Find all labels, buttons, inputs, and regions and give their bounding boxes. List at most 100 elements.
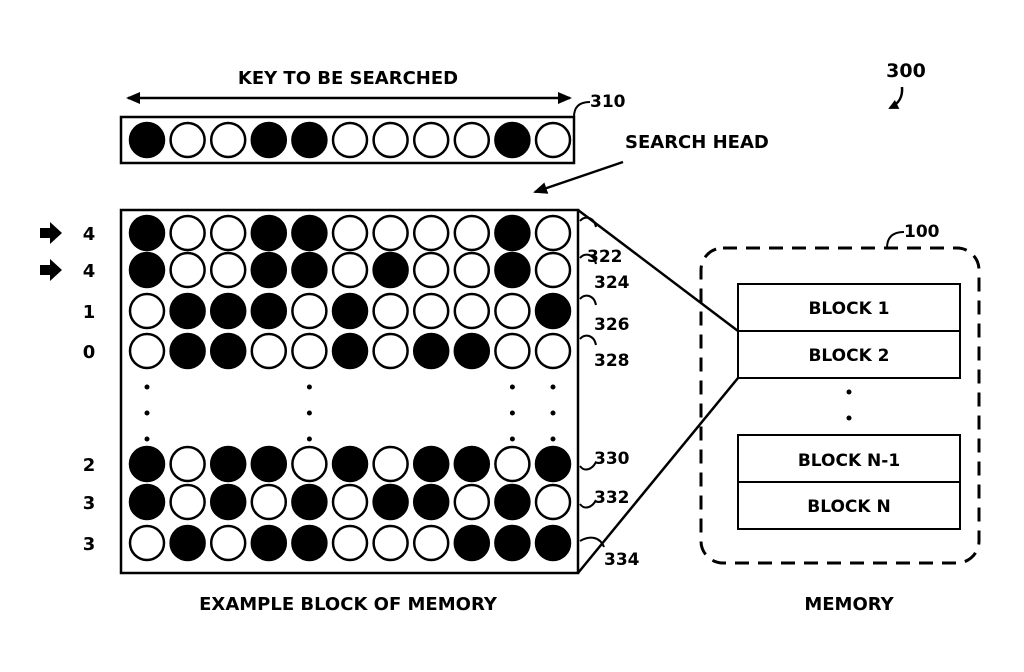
key-bit-empty (209, 121, 247, 159)
bit-empty (372, 332, 409, 370)
bit-empty (291, 332, 328, 370)
memory-block-n-label: BLOCK N (807, 497, 890, 517)
bit-filled (291, 524, 328, 562)
memory-block-n (737, 481, 961, 530)
bit-empty (128, 332, 166, 370)
row-ref-leader (579, 334, 597, 346)
bit-filled (453, 445, 491, 483)
row-ref-leader (579, 536, 605, 548)
bit-empty (372, 524, 409, 562)
block-row-330 (128, 445, 572, 483)
bit-filled (250, 214, 288, 252)
bit-filled (453, 524, 491, 562)
bit-filled (128, 445, 166, 483)
figure-pointer-arrow (888, 86, 904, 110)
ellipsis-dot (550, 410, 556, 416)
bit-empty (291, 445, 328, 483)
bit-filled (494, 483, 531, 521)
bit-filled (128, 251, 166, 289)
bit-filled (412, 332, 450, 370)
memory-ellipsis-dot (846, 415, 852, 421)
bit-filled (128, 483, 166, 521)
bit-filled (128, 214, 166, 252)
key-bit-filled (291, 121, 328, 159)
bit-filled (209, 292, 247, 330)
bit-empty (453, 483, 491, 521)
search-head-arrow (533, 160, 624, 194)
match-arrow-icon (40, 259, 62, 281)
bit-empty (128, 292, 166, 330)
block-row-324 (128, 251, 572, 289)
bit-empty (534, 251, 572, 289)
bit-filled (331, 332, 369, 370)
bit-filled (453, 332, 491, 370)
bit-empty (534, 214, 572, 252)
example-block-box (119, 208, 580, 575)
bit-empty (453, 251, 491, 289)
bit-filled (372, 483, 409, 521)
bit-empty (494, 332, 531, 370)
bit-empty (331, 251, 369, 289)
bit-filled (250, 251, 288, 289)
key-bit-filled (250, 121, 288, 159)
row-match-count: 1 (83, 302, 96, 323)
bit-empty (412, 214, 450, 252)
memory-block-n-1-label: BLOCK N-1 (798, 451, 900, 471)
bit-filled (372, 251, 409, 289)
bit-filled (494, 251, 531, 289)
row-ref-number: 334 (604, 550, 640, 570)
key-bit-empty (331, 121, 369, 159)
row-ref-number: 332 (594, 488, 630, 508)
bit-empty (169, 483, 206, 521)
bit-filled (494, 524, 531, 562)
key-bit-empty (412, 121, 450, 159)
bit-empty (534, 483, 572, 521)
row-match-count: 3 (83, 493, 96, 514)
bit-filled (209, 445, 247, 483)
row-match-count: 4 (83, 261, 96, 282)
row-ref-number: 326 (594, 315, 630, 335)
bit-empty (209, 214, 247, 252)
bit-empty (331, 483, 369, 521)
memory-block-2-label: BLOCK 2 (808, 346, 889, 366)
row-ref-number: 324 (594, 273, 630, 293)
row-ref-number: 328 (594, 351, 630, 371)
ellipsis-dot (144, 410, 150, 416)
bit-empty (534, 332, 572, 370)
bit-empty (412, 251, 450, 289)
bit-empty (331, 214, 369, 252)
memory-caption: MEMORY (804, 594, 894, 615)
zoom-line-bottom (577, 377, 739, 574)
bit-empty (250, 332, 288, 370)
row-match-count: 3 (83, 534, 96, 555)
bit-empty (494, 292, 531, 330)
bit-filled (412, 445, 450, 483)
key-bit-filled (128, 121, 166, 159)
row-ref-leader (579, 253, 597, 265)
bit-filled (534, 445, 572, 483)
bit-empty (372, 445, 409, 483)
key-bit-filled (494, 121, 531, 159)
key-ref: 310 (590, 92, 626, 112)
bit-empty (250, 483, 288, 521)
ellipsis-dot (306, 436, 312, 442)
block-rows (128, 214, 572, 562)
zoom-line-top (577, 209, 739, 332)
bit-filled (291, 251, 328, 289)
bit-filled (331, 292, 369, 330)
bit-filled (209, 332, 247, 370)
match-arrow-icon (40, 222, 62, 244)
row-match-count: 4 (83, 224, 96, 245)
key-bit-empty (453, 121, 491, 159)
block-row-332 (128, 483, 572, 521)
row-match-count: 2 (83, 455, 96, 476)
key-bits (128, 121, 572, 159)
bit-filled (169, 332, 206, 370)
memory-ref: 100 (904, 222, 940, 242)
bit-empty (372, 214, 409, 252)
key-ref-leader (573, 101, 591, 118)
memory-block-1 (737, 283, 961, 332)
bit-filled (169, 524, 206, 562)
